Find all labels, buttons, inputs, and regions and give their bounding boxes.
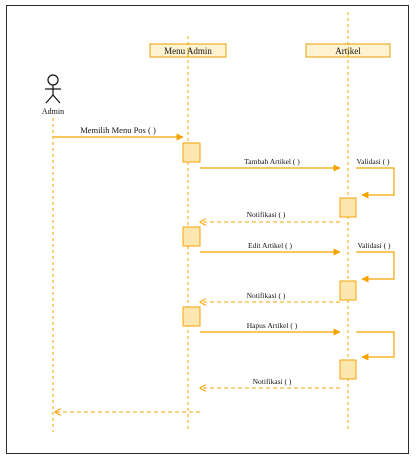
message-label-validasi-2: Validasi ( ): [358, 241, 391, 250]
actor-admin: [45, 74, 61, 104]
message-label-notifikasi-3: Notifikasi ( ): [253, 377, 292, 386]
message-arrow-self-3: [356, 331, 395, 361]
message-arrow-validasi-1: [356, 167, 395, 199]
message-arrow-validasi-2: [356, 251, 395, 283]
activation-menu-3: [182, 306, 201, 327]
activation-menu-2: [182, 226, 201, 247]
message-label-memilih-menu-pos: Memilih Menu Pos ( ): [80, 125, 156, 135]
activation-artikel-3: [339, 359, 357, 380]
activation-menu-1: [182, 142, 201, 163]
message-label-tambah-artikel: Tambah Artikel ( ): [244, 157, 300, 166]
activation-artikel-2: [339, 280, 357, 301]
message-label-notifikasi-1: Notifikasi ( ): [247, 210, 286, 219]
activation-artikel-1: [339, 197, 357, 218]
message-label-validasi-1: Validasi ( ): [357, 157, 390, 166]
message-label-notifikasi-2: Notifikasi ( ): [247, 291, 286, 300]
message-label-hapus-artikel: Hapus Artikel ( ): [247, 321, 298, 330]
message-label-edit-artikel: Edit Artikel ( ): [248, 241, 292, 250]
actor-label: Admin: [42, 107, 64, 116]
